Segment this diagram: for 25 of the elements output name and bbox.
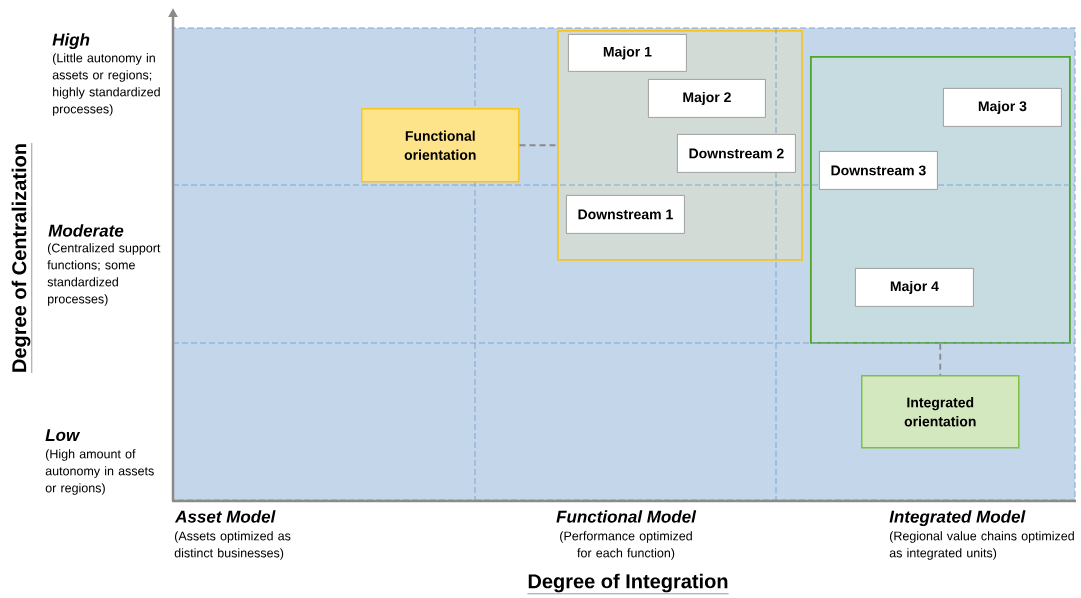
company-box: Downstream 1 [566,195,685,234]
model-description: (Performance optimized for each function) [560,531,692,560]
connector-line [518,144,558,147]
orientation-box: Integrated orientation [861,375,1020,449]
model-description: (Assets optimized as distinct businesses) [174,531,291,560]
model-heading: Functional Model [556,510,697,523]
company-box: Major 2 [648,79,766,118]
level-description: (Little autonomy in assets or regions; highly standardized processes) [52,53,160,116]
axis-title: Degree of Integration [527,573,729,594]
axis-title: Degree of Centralization [11,142,32,374]
company-box: Major 4 [855,268,974,307]
level-heading: Low [45,429,81,442]
model-description: (Regional value chains optimized as integrated units) [889,531,1074,560]
orientation-box: Functional orientation [361,108,520,183]
level-description: (Centralized support functions; some standardized processes) [47,243,161,306]
level-heading: High [52,33,90,50]
model-heading: Asset Model [174,510,276,523]
connector-line [939,342,942,376]
level-description: (High amount of autonomy in assets or regions) [45,449,154,495]
model-heading: Integrated Model [889,510,1026,527]
company-box: Major 3 [943,88,1062,127]
company-box: Downstream 2 [677,134,796,173]
company-box: Downstream 3 [819,151,938,190]
level-heading: Moderate [48,224,124,237]
company-box: Major 1 [568,34,687,72]
